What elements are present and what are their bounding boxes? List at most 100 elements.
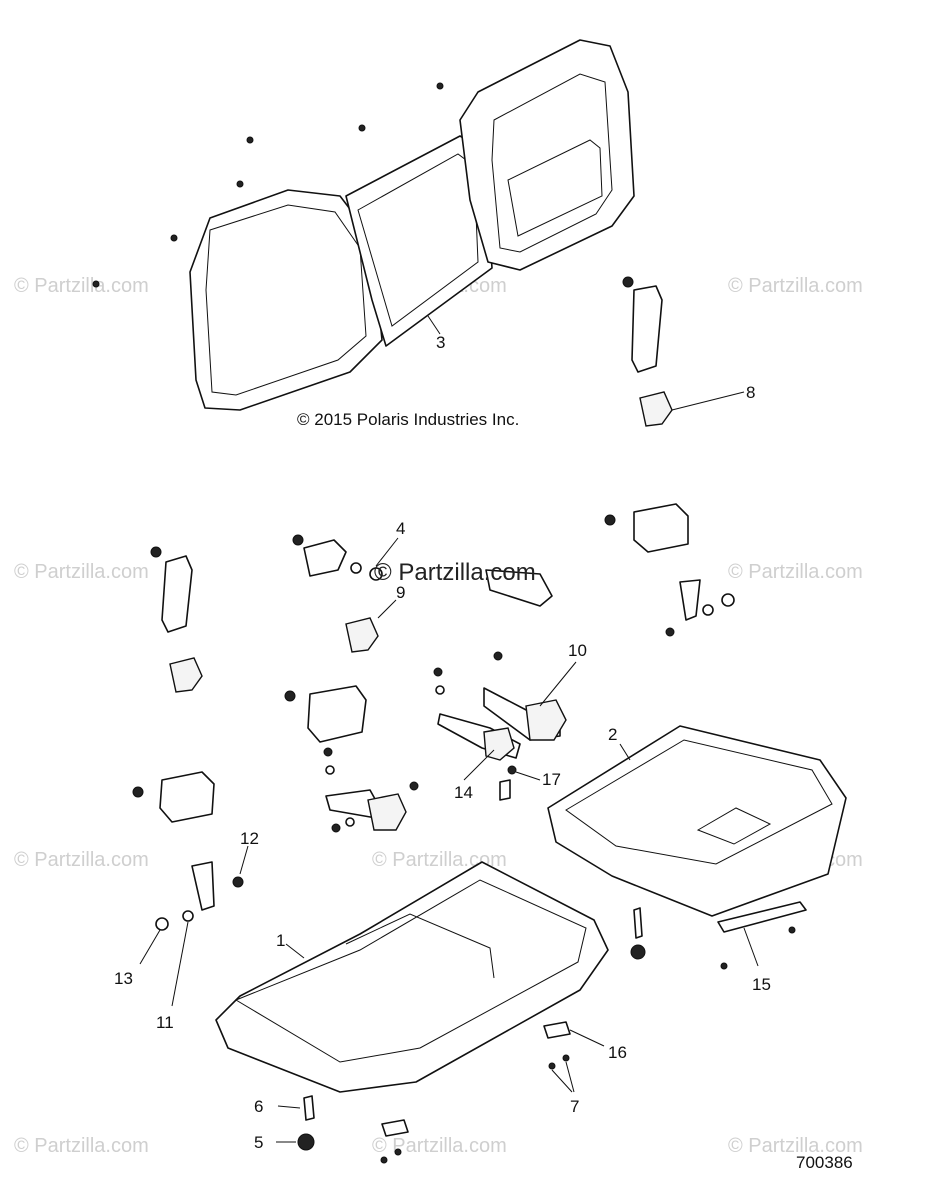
watermark-text: © Partzilla.com [14, 849, 149, 871]
screw-icon [720, 962, 728, 970]
seat-bottom-right: 2 15 [547, 725, 847, 994]
leader-line [375, 537, 399, 567]
connector-icon [507, 765, 517, 775]
seat-bottom-right-cushion [547, 725, 847, 917]
leader-line [427, 315, 441, 335]
watermark-text: © Partzilla.com [372, 1135, 507, 1157]
retractor-housing-icon [159, 771, 215, 823]
washer-icon [435, 685, 445, 695]
watermark-text: © Partzilla.com [728, 1135, 863, 1157]
callout-8: 8 [746, 383, 755, 402]
belt-tongue-icon [485, 569, 553, 607]
nut-icon [150, 546, 162, 558]
watermark-text: © Partzilla.com [372, 849, 507, 871]
watermark-text: © Partzilla.com [728, 561, 863, 583]
screw-icon [394, 1148, 402, 1156]
buckle-icon [169, 657, 203, 693]
nut-icon [622, 276, 634, 288]
callout-7: 7 [570, 1097, 579, 1116]
callout-14: 14 [454, 783, 473, 802]
callout-15: 15 [752, 975, 771, 994]
callout-17: 17 [542, 770, 561, 789]
bolt-icon [232, 876, 244, 888]
callout-4: 4 [396, 519, 405, 538]
callout-3: 3 [436, 333, 445, 352]
mount-bracket-icon [717, 901, 807, 933]
nut-icon [604, 514, 616, 526]
belt-hardware-right [604, 503, 735, 637]
leader-line [139, 929, 161, 965]
watermark-text: © Partzilla.com [14, 1135, 149, 1157]
bolt-icon [665, 627, 675, 637]
bolt-icon [331, 823, 341, 833]
grommet-icon [630, 944, 646, 960]
buckle-assembly-center: 10 14 17 [433, 641, 587, 802]
seat-bottom-left-top [234, 879, 587, 1063]
anchor-plate-icon [679, 579, 701, 621]
buckle-assembly-left [284, 685, 419, 833]
callout-6: 6 [254, 1097, 263, 1116]
leader-line [171, 921, 189, 1007]
callout-10: 10 [568, 641, 587, 660]
seat-bottom-left: 1 16 7 6 5 [215, 861, 627, 1164]
washer-icon [182, 910, 194, 922]
retractor-housing-icon [307, 685, 367, 743]
spacer-icon [721, 593, 735, 607]
washer-icon [702, 604, 714, 616]
buckle-icon [525, 699, 567, 741]
callout-9: 9 [396, 583, 405, 602]
screw-icon [548, 1062, 556, 1070]
leader-line [539, 661, 577, 707]
buckle-icon [345, 617, 379, 653]
seat-bottom-right-pad [696, 807, 772, 845]
bolt-icon [433, 667, 443, 677]
spacer-icon [155, 917, 169, 931]
belt-hardware-lower-left: 12 13 11 [114, 771, 259, 1032]
screw-icon [380, 1156, 388, 1164]
spacer-icon [369, 567, 383, 581]
buckle-receiver-icon [367, 793, 407, 831]
bolt-icon [493, 651, 503, 661]
belt-retractor-icon [161, 555, 193, 633]
leader-line [515, 771, 541, 781]
seat-back-right-inner [491, 73, 613, 253]
retractor-housing-icon [633, 503, 689, 553]
watermark-center-text: © Partzilla.com [374, 559, 536, 586]
leader-line [743, 927, 759, 967]
seat-belt-upper-right: 8 [622, 276, 755, 427]
nut-icon [132, 786, 144, 798]
grommet-icon [297, 1133, 315, 1151]
belt-hardware-center: 4 9 [292, 519, 553, 653]
watermark-text: © Partzilla.com [14, 561, 149, 583]
leader-line [377, 599, 397, 619]
washer-icon [325, 765, 335, 775]
callout-2: 2 [608, 725, 617, 744]
anchor-bracket-icon [303, 539, 347, 577]
callout-1: 1 [276, 931, 285, 950]
leader-line [671, 391, 745, 411]
watermark-text: © Partzilla.com [728, 275, 863, 297]
callout-12: 12 [240, 829, 259, 848]
leader-line [565, 1061, 575, 1093]
seat-back-left-panel [189, 189, 383, 411]
washer-icon [350, 562, 362, 574]
seat-back-right-panel [459, 39, 635, 271]
leader-line [619, 743, 631, 761]
callout-5: 5 [254, 1133, 263, 1152]
belt-retractor-icon [631, 285, 663, 373]
plug-icon [499, 779, 511, 801]
nut-icon [292, 534, 304, 546]
connector-icon [409, 781, 419, 791]
callout-11: 11 [156, 1013, 174, 1032]
screw-icon [92, 82, 444, 288]
callout-13: 13 [114, 969, 133, 988]
leader-line [463, 749, 495, 781]
leader-line [239, 845, 249, 875]
leader-line [277, 1105, 301, 1109]
callout-16: 16 [608, 1043, 627, 1062]
seat-bottom-left-seam [345, 913, 495, 979]
anchor-plate-icon [191, 861, 215, 911]
seat-bottom-right-top [565, 739, 833, 865]
leader-line [551, 1069, 573, 1093]
